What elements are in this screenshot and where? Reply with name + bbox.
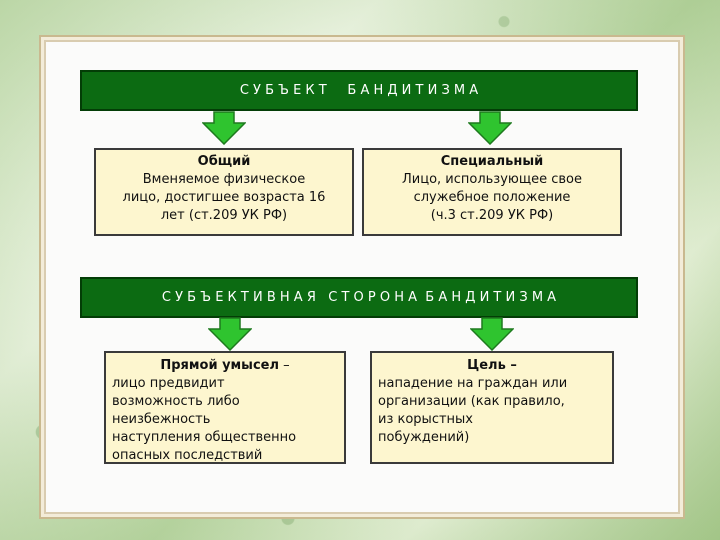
box-line: (ч.3 ст.209 УК РФ) [368,207,616,225]
box-line: неизбежность [112,411,338,429]
down-arrow-icon [208,317,252,351]
box-line: из корыстных [378,411,606,429]
down-arrow-icon [202,111,246,145]
box-title-line: Цель – [378,357,606,375]
box-line: организации (как правило, [378,393,606,411]
general-subject-box: Общий Вменяемое физическое лицо, достигш… [94,148,354,236]
box-line: лицо предвидит [112,375,338,393]
box-title: Прямой умысел [160,358,279,373]
box-title: Специальный [368,153,616,171]
box-title-suffix: – [279,358,290,373]
box-line: лицо, достигшее возраста 16 [100,189,348,207]
direct-intent-box: Прямой умысел – лицо предвидит возможнос… [104,351,346,464]
box-line: служебное положение [368,189,616,207]
header-subjective-side: С У Б Ъ Е К Т И В Н А Я С Т О Р О Н А Б … [80,277,638,318]
special-subject-box: Специальный Лицо, использующее свое служ… [362,148,622,236]
down-arrow-icon [468,111,512,145]
down-arrow-icon [470,317,514,351]
purpose-box: Цель – нападение на граждан или организа… [370,351,614,464]
box-line: наступления общественно [112,429,338,447]
box-line: Лицо, использующее свое [368,171,616,189]
box-title: Общий [100,153,348,171]
box-line: Вменяемое физическое [100,171,348,189]
box-title: Цель – [467,358,517,373]
box-title-line: Прямой умысел – [112,357,338,375]
box-line: нападение на граждан или [378,375,606,393]
box-line: возможность либо [112,393,338,411]
header-subject-banditry: С У Б Ъ Е К Т Б А Н Д И Т И З М А [80,70,638,111]
box-line: опасных последствий [112,447,338,464]
box-line: лет (ст.209 УК РФ) [100,207,348,225]
box-line: побуждений) [378,429,606,447]
